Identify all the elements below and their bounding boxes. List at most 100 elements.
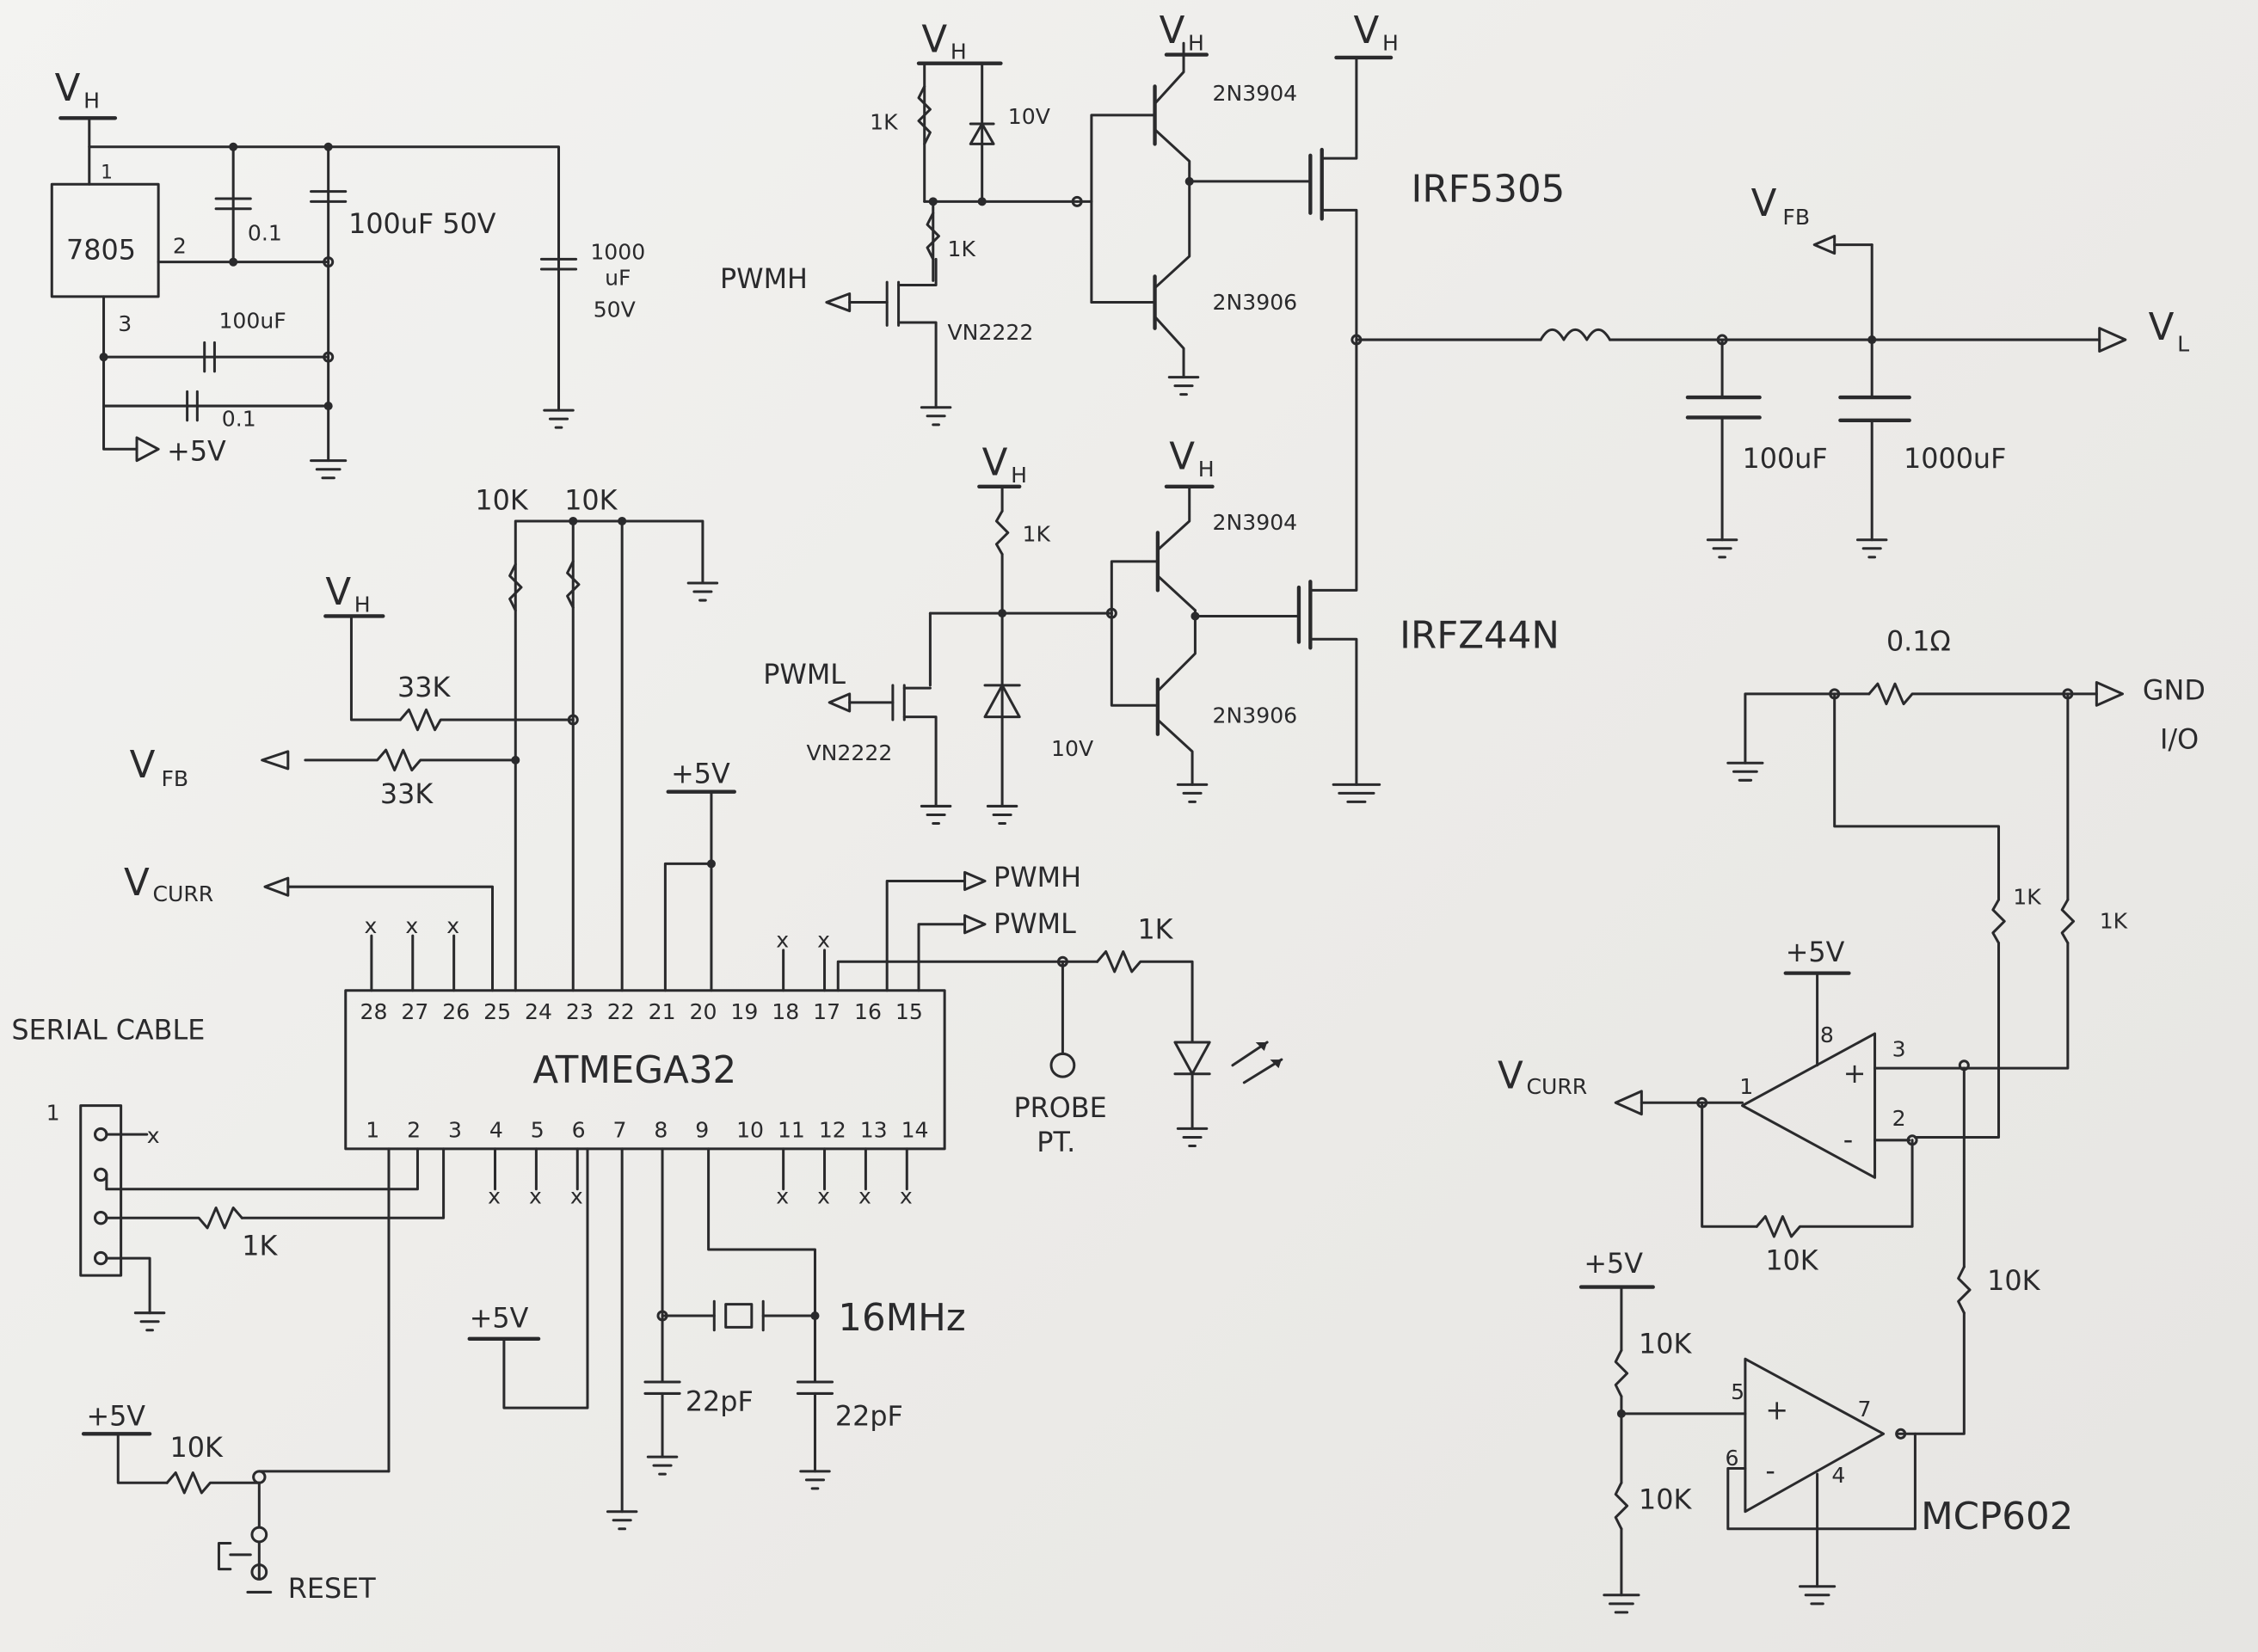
mcu-bottom-pin-9: 9 bbox=[695, 1117, 709, 1142]
cap-1000-line2: uF bbox=[605, 265, 631, 290]
reg-pin2: 2 bbox=[173, 234, 187, 259]
vh-label-2: V bbox=[921, 18, 947, 61]
r-10k-reset: 10K bbox=[170, 1432, 224, 1464]
op2-pin6: 6 bbox=[1725, 1446, 1738, 1471]
mcu-top-pin-24: 24 bbox=[525, 999, 552, 1024]
op2-plus: + bbox=[1765, 1395, 1788, 1427]
op2-pin7: 7 bbox=[1857, 1397, 1871, 1422]
nc-top-3: x bbox=[776, 927, 789, 952]
cap-1000-line1: 1000 bbox=[590, 239, 645, 264]
gnd-io-label-2: I/O bbox=[2160, 723, 2199, 755]
mcu-top-pin-27: 27 bbox=[401, 999, 428, 1024]
mcu-bottom-pin-7: 7 bbox=[612, 1117, 626, 1142]
vh-sub-2: H bbox=[951, 40, 967, 64]
mcu-bottom-pin-4: 4 bbox=[489, 1117, 503, 1142]
crystal-label: 16MHz bbox=[838, 1297, 965, 1340]
mcu-top-pin-16: 16 bbox=[854, 999, 882, 1024]
r-1k-serial: 1K bbox=[242, 1231, 278, 1262]
mcu-label: ATMEGA32 bbox=[532, 1049, 736, 1092]
nc-top-2: x bbox=[446, 913, 459, 938]
mcu-top-pin-19: 19 bbox=[730, 999, 758, 1024]
pnp-label-b: 2N3906 bbox=[1213, 703, 1298, 728]
r-33k-a: 33K bbox=[397, 672, 451, 703]
zener-10v-b: 10V bbox=[1051, 736, 1093, 761]
serial-pin1-label: 1 bbox=[46, 1100, 60, 1125]
reset-label: RESET bbox=[288, 1573, 376, 1605]
vh-label-7: V bbox=[325, 571, 351, 614]
vl-sub: L bbox=[2177, 331, 2189, 356]
r-1k-a: 1K bbox=[870, 110, 898, 135]
vh-sub-4: H bbox=[1382, 31, 1399, 56]
npn-label-a: 2N3904 bbox=[1213, 81, 1298, 106]
plus5v-pin7-label: +5V bbox=[470, 1302, 529, 1334]
vn2222-label-b: VN2222 bbox=[806, 740, 892, 765]
r-10k-b: 10K bbox=[564, 485, 618, 517]
cap-100uf-out: 100uF bbox=[1743, 443, 1828, 475]
plus5v-mcu-label: +5V bbox=[671, 758, 730, 790]
regulator-label: 7805 bbox=[66, 234, 136, 266]
vh-label-3: V bbox=[1160, 9, 1185, 52]
nc-bottom-1: x bbox=[529, 1183, 542, 1208]
mcu-top-pin-18: 18 bbox=[772, 999, 799, 1024]
serial-connector bbox=[79, 1104, 123, 1277]
r-1k-c: 1K bbox=[1023, 521, 1051, 546]
mcu-bottom-pin-2: 2 bbox=[407, 1117, 421, 1142]
op2-pin4: 4 bbox=[1831, 1463, 1845, 1488]
nc-serial: x bbox=[147, 1123, 160, 1148]
vh-sub: H bbox=[83, 89, 100, 114]
vcurr-label-b: V bbox=[1498, 1055, 1523, 1098]
high-side-driver: V H 1K 10V 1K PWMH VN2222 V H 2N3904 bbox=[720, 9, 1566, 427]
vcurr-label-a: V bbox=[124, 862, 150, 905]
vfb-label-mid: V bbox=[130, 744, 156, 787]
vcurr-sub-a: CURR bbox=[152, 881, 213, 906]
nc-bottom-6: x bbox=[900, 1183, 913, 1208]
mcu-bottom-pin-12: 12 bbox=[819, 1117, 846, 1142]
nc-bottom-5: x bbox=[858, 1183, 871, 1208]
nc-bottom-4: x bbox=[817, 1183, 830, 1208]
output-filter: V L 100uF 1000uF V FB bbox=[1350, 182, 2189, 559]
r-10k-div-b: 10K bbox=[1639, 1483, 1692, 1515]
atmega32-chip bbox=[344, 989, 946, 1151]
vfb-label-top: V bbox=[1751, 182, 1777, 225]
vh-label-4: V bbox=[1354, 9, 1380, 52]
op2-minus: - bbox=[1765, 1455, 1775, 1487]
vh-label-6: V bbox=[1169, 436, 1195, 479]
nc-bottom-0: x bbox=[488, 1183, 501, 1208]
vl-label: V bbox=[2149, 306, 2175, 349]
nc-top-4: x bbox=[817, 927, 830, 952]
pnp-label-a: 2N3906 bbox=[1213, 290, 1298, 315]
r-10k-div-a: 10K bbox=[1639, 1329, 1692, 1360]
op1-pin2: 2 bbox=[1892, 1106, 1906, 1131]
opamp-2-mcp602 bbox=[1744, 1357, 1886, 1514]
r-10k-fb: 10K bbox=[1765, 1244, 1818, 1276]
nc-bottom-2: x bbox=[570, 1183, 583, 1208]
irf5305-label: IRF5305 bbox=[1412, 168, 1566, 211]
vh-sub-5: H bbox=[1011, 463, 1027, 488]
cap-100uf-50v-value: 100uF 50V bbox=[348, 208, 496, 240]
r-10k-a: 10K bbox=[475, 485, 528, 517]
mcu-top-pin-25: 25 bbox=[483, 999, 511, 1024]
plus5v-out-label: +5V bbox=[167, 436, 226, 468]
serial-cable-label: SERIAL CABLE bbox=[11, 1015, 205, 1047]
pwmh-label-b: PWMH bbox=[994, 862, 1081, 894]
current-sense-section: 0.1Ω GND I/O 1K 1K +5V 8 1 3 2 + - V CUR… bbox=[1498, 626, 2206, 1614]
pwml-label-a: PWML bbox=[763, 659, 846, 691]
op1-pin1: 1 bbox=[1739, 1074, 1753, 1099]
op1-pin8: 8 bbox=[1820, 1023, 1834, 1047]
mcu-bottom-pin-8: 8 bbox=[654, 1117, 668, 1142]
mcu-top-pin-22: 22 bbox=[607, 999, 635, 1024]
mcu-bottom-pin-3: 3 bbox=[448, 1117, 462, 1142]
irfz44n-label: IRFZ44N bbox=[1400, 614, 1560, 657]
vn2222-label-a: VN2222 bbox=[947, 320, 1033, 345]
vh-sub-3: H bbox=[1188, 31, 1204, 56]
r-1k-b: 1K bbox=[947, 236, 975, 261]
mcu-bottom-pin-5: 5 bbox=[531, 1117, 545, 1142]
vh-sub-7: H bbox=[354, 592, 371, 617]
zener-10v-a: 10V bbox=[1008, 104, 1050, 129]
regulator-7805 bbox=[50, 182, 160, 298]
cap-01b-value: 0.1 bbox=[222, 407, 256, 432]
mcu-bottom-pin-10: 10 bbox=[736, 1117, 764, 1142]
